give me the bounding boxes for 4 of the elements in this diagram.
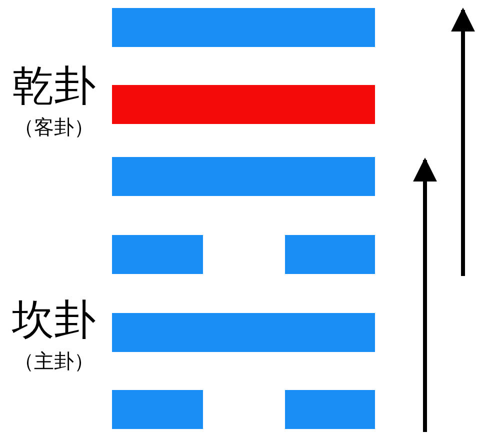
trigram-role: （客卦） bbox=[13, 116, 95, 139]
trigram-name: 坎卦 bbox=[11, 296, 97, 344]
trigram-role: （主卦） bbox=[13, 350, 95, 373]
trigram-name: 乾卦 bbox=[11, 62, 97, 110]
